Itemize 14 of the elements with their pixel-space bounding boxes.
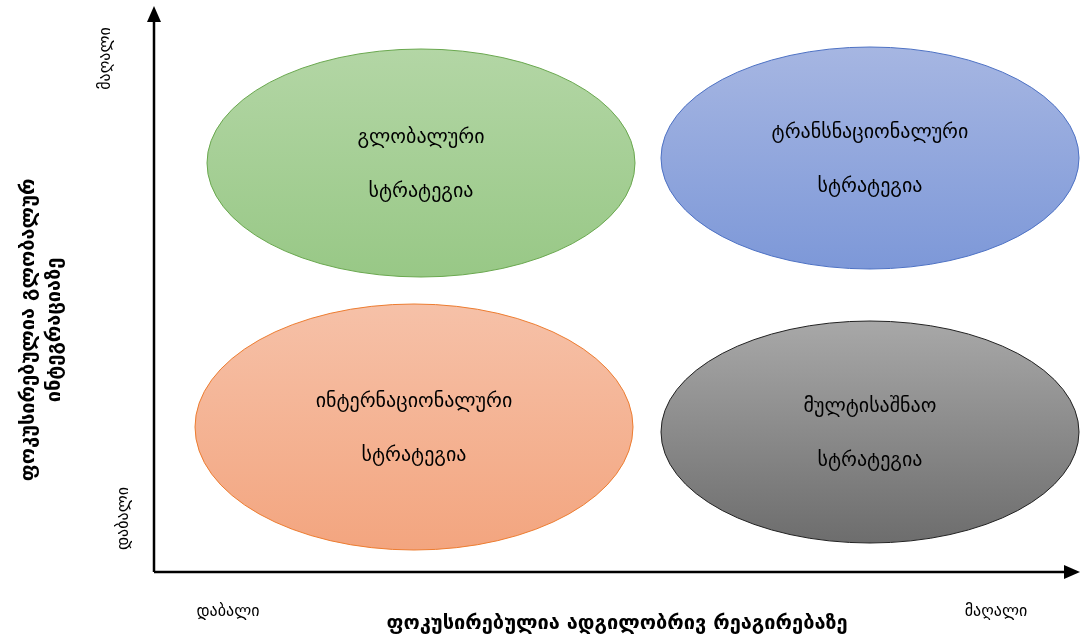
axis-tick-label: მაღალი (94, 25, 114, 92)
axis-tick-label: დაბალი (112, 485, 132, 552)
axis-tick-label: მაღალი (963, 600, 1029, 620)
strategy-ellipse (206, 48, 636, 278)
strategy-ellipse (660, 46, 1080, 270)
strategy-ellipse (660, 320, 1080, 544)
strategy-ellipse (194, 303, 634, 551)
strategy-label: მულტისაშნაო სტრატეგია (802, 392, 938, 473)
strategy-label: გლობალური სტრატეგია (356, 123, 486, 204)
axis-tick-label: დაბალი (195, 600, 261, 620)
axis-title: ფოკუსირებულია ადგილობრივ რეაგირებაზე (385, 610, 849, 634)
strategy-label: ტრანსნაციონალური სტრატეგია (770, 118, 970, 199)
strategy-label: ინტერნაციონალური სტრატეგია (314, 387, 514, 468)
axis-title: ფოკუსირებულია გლობალურ ინტეგრაციაზე (14, 177, 66, 484)
